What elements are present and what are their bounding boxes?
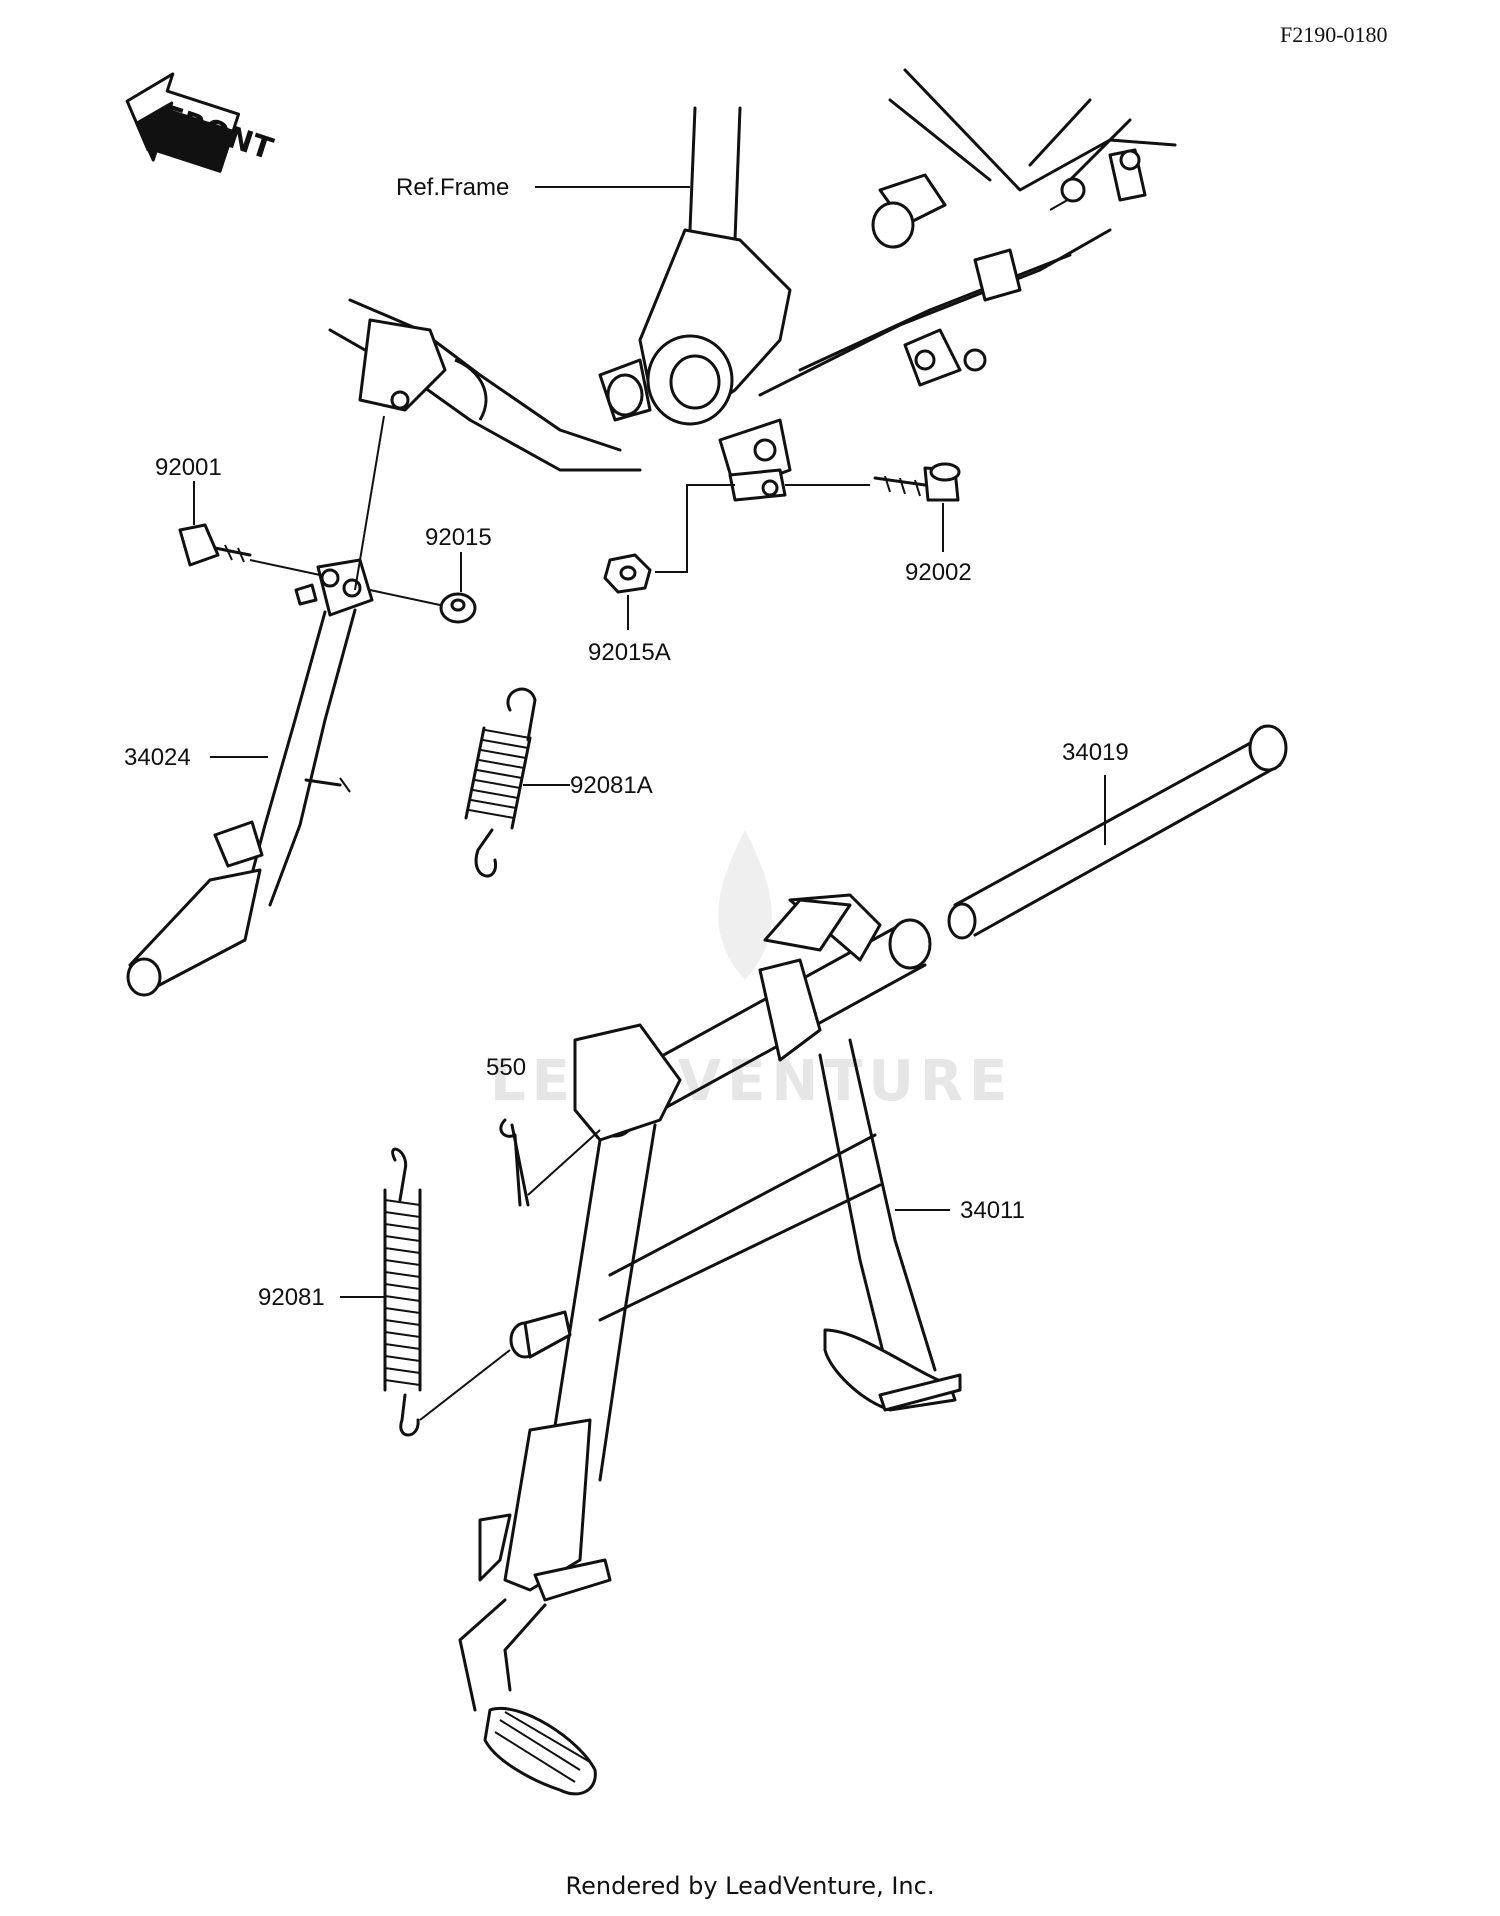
nut-92015-drawing <box>369 589 477 624</box>
part-34019-label: 34019 <box>1062 739 1129 766</box>
part-34011-label: 34011 <box>960 1197 1025 1224</box>
footer-credit: Rendered by LeadVenture, Inc. <box>565 1872 935 1900</box>
part-92002-label: 92002 <box>905 559 972 586</box>
part-92015A-label: 92015A <box>588 639 671 666</box>
part-92001-label: 92001 <box>155 454 222 481</box>
part-34024-label: 34024 <box>124 744 191 771</box>
frame-drawing <box>328 68 1177 502</box>
bolt-92002-drawing <box>785 462 961 502</box>
side-stand-drawing <box>126 558 374 997</box>
part-550-label: 550 <box>486 1054 526 1081</box>
bolt-92001-drawing <box>178 523 321 576</box>
diagram-code: F2190-0180 <box>1280 22 1388 47</box>
stand-mount-leader <box>354 415 385 591</box>
shaft-34019-drawing <box>947 724 1288 940</box>
cotter-pin-550-drawing <box>499 1118 601 1207</box>
watermark: LEADVENTURE <box>490 830 1007 1114</box>
front-arrow-icon: FRONT <box>125 72 277 173</box>
ref-frame-label: Ref.Frame <box>396 174 509 201</box>
part-92081-label: 92081 <box>258 1284 325 1311</box>
part-92015-label: 92015 <box>425 524 492 551</box>
spring-92081-drawing <box>383 1147 572 1437</box>
part-92081A-label: 92081A <box>570 772 653 799</box>
main-stand-drawing <box>458 893 962 1796</box>
nut-92015A-drawing <box>603 484 735 594</box>
spring-92081A-drawing <box>464 687 537 878</box>
